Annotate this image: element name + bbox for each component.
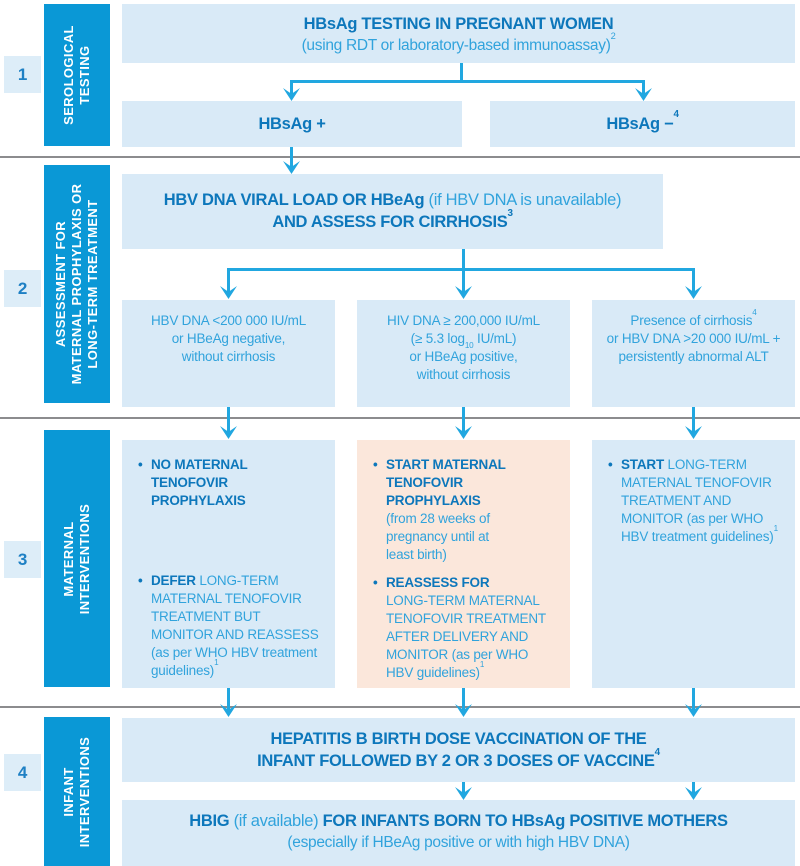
branch-high-viral-load-box: HIV DNA ≥ 200,000 IU/mL (≥ 5.3 log10 IU/… [357,300,570,407]
section-divider [0,417,800,419]
vaccination-line-1: HEPATITIS B BIRTH DOSE VACCINATION OF TH… [270,730,647,748]
arrow-stem [290,80,293,95]
bullet-icon: • [373,575,378,590]
hbsag-negative-box: HBsAg −4 [490,101,795,147]
viral-load-assessment-box: HBV DNA VIRAL LOAD OR HBeAg (if HBV DNA … [122,174,663,249]
arrow-stem [462,268,465,293]
connector-line [227,268,695,271]
branch-cirrhosis-line-2: or HBV DNA >20 000 IU/mL + [606,331,781,346]
arrow-stem [462,782,465,795]
step-badge-2: 2 [4,270,41,307]
bullet-item: •START LONG-TERM MATERNAL TENOFOVIR TREA… [608,457,778,544]
branch-cirrhosis-line-3: persistently abnormal ALT [618,349,769,364]
hbsag-positive-box: HBsAg + [122,101,462,147]
arrow-stem [227,268,230,293]
arrow-stem [227,688,230,711]
arrow-stem [290,147,293,168]
arrow-stem [692,268,695,293]
assessment-line-1: HBV DNA VIRAL LOAD OR HBeAg (if HBV DNA … [163,191,622,209]
connector-line [290,80,645,83]
arrow-stem [462,688,465,711]
hbig-line-1: HBIG (if available) FOR INFANTS BORN TO … [189,812,728,830]
vaccination-line-2: INFANT FOLLOWED BY 2 OR 3 DOSES OF VACCI… [257,746,660,770]
section-divider [0,156,800,158]
arrow-stem [692,688,695,711]
hbig-box: HBIG (if available) FOR INFANTS BORN TO … [122,800,795,866]
bullet-item: •DEFER LONG-TERM MATERNAL TENOFOVIR TREA… [138,573,319,678]
branch-high-line-4: without cirrhosis [416,367,511,382]
hbsag-testing-title: HBsAg TESTING IN PREGNANT WOMEN [303,15,614,33]
step-badge-3: 3 [4,541,41,578]
assessment-line-2: AND ASSESS FOR CIRRHOSIS3 [272,207,513,231]
branch-high-line-2: (≥ 5.3 log10 IU/mL) [410,331,517,351]
arrow-stem [460,63,463,82]
step-badge-1: 1 [4,56,41,93]
arrow-stem [692,407,695,433]
branch-cirrhosis-line-1: Presence of cirrhosis4 [630,308,757,328]
bullet-icon: • [608,457,613,472]
hbsag-testing-subtitle: (using RDT or laboratory-based immunoass… [301,31,616,54]
arrow-stem [692,782,695,795]
start-treatment-box: •START LONG-TERM MATERNAL TENOFOVIR TREA… [592,440,795,688]
branch-cirrhosis-box: Presence of cirrhosis4 or HBV DNA >20 00… [592,300,795,407]
section-divider [0,706,800,708]
hbsag-positive-label: HBsAg + [258,114,326,133]
arrow-stem [462,407,465,433]
birth-dose-vaccination-box: HEPATITIS B BIRTH DOSE VACCINATION OF TH… [122,718,795,782]
arrow-stem [227,407,230,433]
step-badge-4: 4 [4,754,41,791]
branch-high-line-3: or HBeAg positive, [409,349,518,364]
bullet-icon: • [138,457,143,472]
hbig-line-2: (especially if HBeAg positive or with hi… [287,834,630,851]
bullet-icon: • [373,457,378,472]
branch-high-line-1: HIV DNA ≥ 200,000 IU/mL [387,313,540,328]
hbsag-negative-label: HBsAg −4 [606,109,679,133]
arrow-stem [462,249,465,270]
arrow-stem [642,80,645,95]
bullet-icon: • [138,573,143,588]
hbsag-testing-box: HBsAg TESTING IN PREGNANT WOMEN (using R… [122,4,795,63]
